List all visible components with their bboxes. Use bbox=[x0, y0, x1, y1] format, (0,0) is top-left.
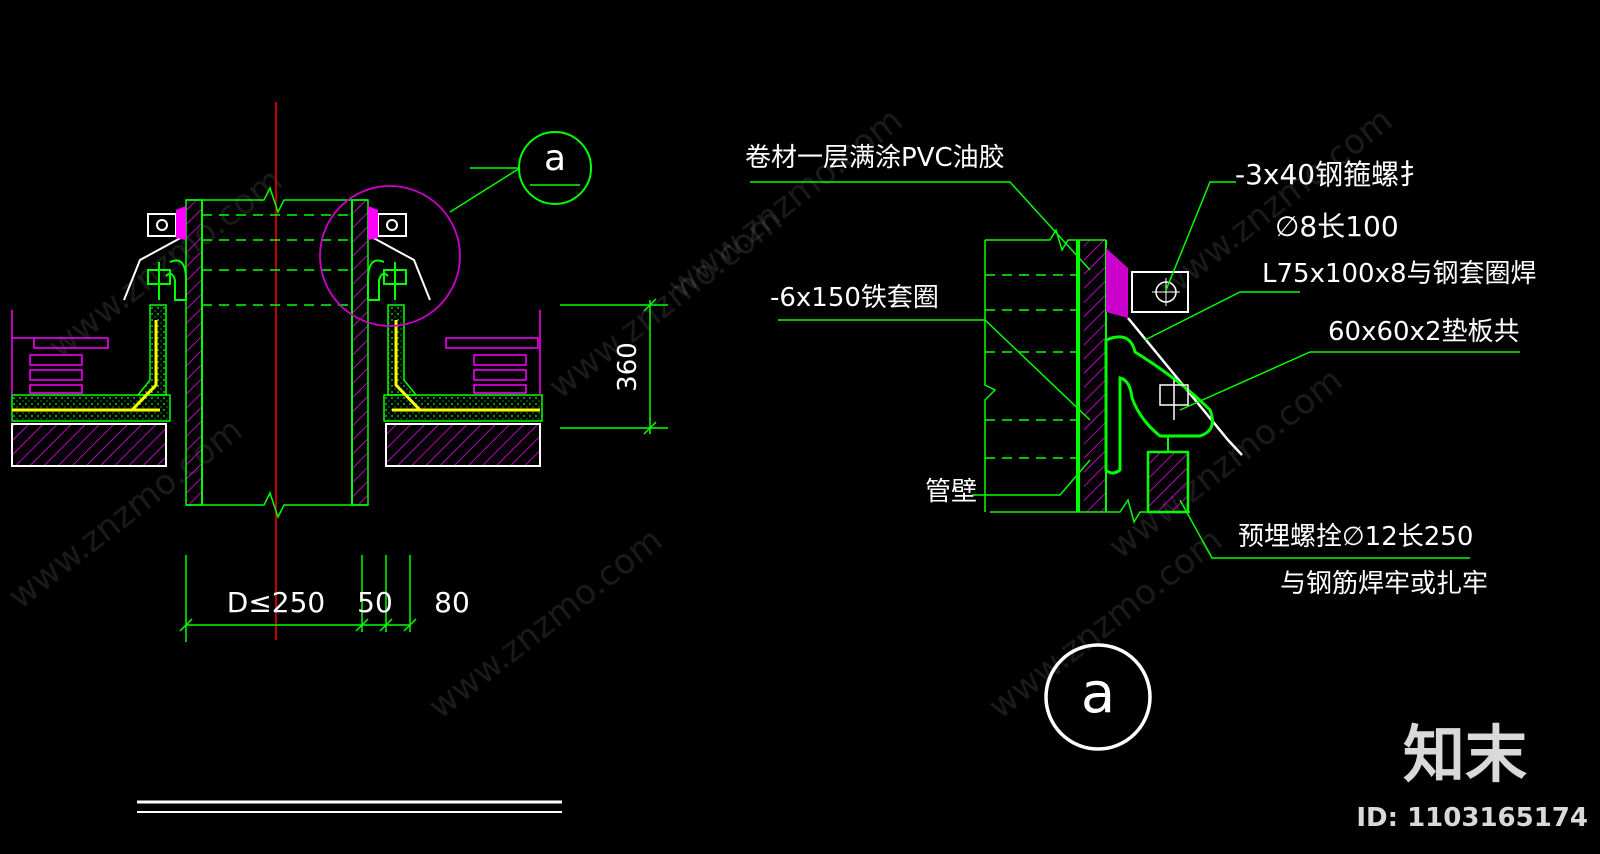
bolt-plate bbox=[1131, 271, 1189, 313]
callout-steel-band: -3x40钢箍螺扌 bbox=[1235, 158, 1427, 191]
pipe-wall-hatch bbox=[1084, 240, 1106, 512]
callout-iron-ring: -6x150铁套圈 bbox=[770, 283, 939, 313]
detail-callout-leader bbox=[449, 167, 521, 213]
pipe-wall-right bbox=[351, 199, 369, 506]
clamp-left bbox=[147, 259, 187, 301]
callout-anchor-bolt: 预埋螺拴∅12长250 bbox=[1238, 522, 1473, 552]
detail-callout-circle bbox=[319, 185, 461, 327]
brand-block: 知末 ID: 1103165174 bbox=[1356, 718, 1588, 833]
steel-ring-clamp bbox=[1104, 335, 1214, 475]
dimension-d-label: D≤250 bbox=[227, 586, 325, 619]
title-marker-circle bbox=[1044, 643, 1152, 751]
paver-blocks-right bbox=[445, 337, 539, 394]
right-detail-section: 卷材一层满涂PVC油胶 -3x40钢箍螺扌 ∅8长100 L75x100x8与钢… bbox=[745, 143, 1537, 751]
slab-concrete-left bbox=[11, 423, 167, 467]
callout-angle-steel: L75x100x8与钢套圈焊 bbox=[1262, 259, 1537, 289]
callout-weld-note: 与钢筋焊牢或扎牢 bbox=[1280, 569, 1488, 599]
title-marker-symbol: a bbox=[1081, 661, 1115, 726]
detail-marker-circle bbox=[518, 131, 592, 205]
brand-logo-text: 知末 bbox=[1403, 718, 1527, 791]
dimension-360 bbox=[560, 298, 668, 435]
callout-membrane: 卷材一层满涂PVC油胶 bbox=[745, 143, 1005, 173]
dimension-360-label: 360 bbox=[613, 342, 643, 392]
slab-insulation-left bbox=[11, 394, 171, 422]
upturn-left bbox=[136, 304, 167, 396]
callout-leaders bbox=[750, 181, 1520, 559]
clamp-right bbox=[367, 259, 407, 301]
slab-concrete-right bbox=[385, 423, 541, 467]
sealant-wedge bbox=[1106, 248, 1128, 318]
break-line-bottom bbox=[186, 491, 368, 519]
paver-blocks-left bbox=[12, 337, 109, 394]
membrane-right bbox=[394, 320, 492, 412]
callout-pipe-wall: 管壁 bbox=[925, 477, 977, 507]
brand-id: ID: 1103165174 bbox=[1356, 803, 1588, 833]
dimension-80-label: 80 bbox=[434, 586, 470, 619]
flashing bbox=[1127, 317, 1243, 456]
dimension-50-label: 50 bbox=[357, 586, 393, 619]
left-detail-section: a 360 D≤250 50 80 bbox=[11, 102, 668, 813]
membrane-left bbox=[60, 320, 158, 412]
callout-shim-plate: 60x60x2垫板共 bbox=[1328, 317, 1519, 347]
detail-marker-symbol: a bbox=[544, 138, 566, 179]
break-line-top bbox=[186, 186, 368, 214]
dimension-line-bottom bbox=[179, 555, 417, 642]
callout-bolt-size: ∅8长100 bbox=[1275, 210, 1399, 243]
pipe-wall-left bbox=[185, 199, 203, 506]
